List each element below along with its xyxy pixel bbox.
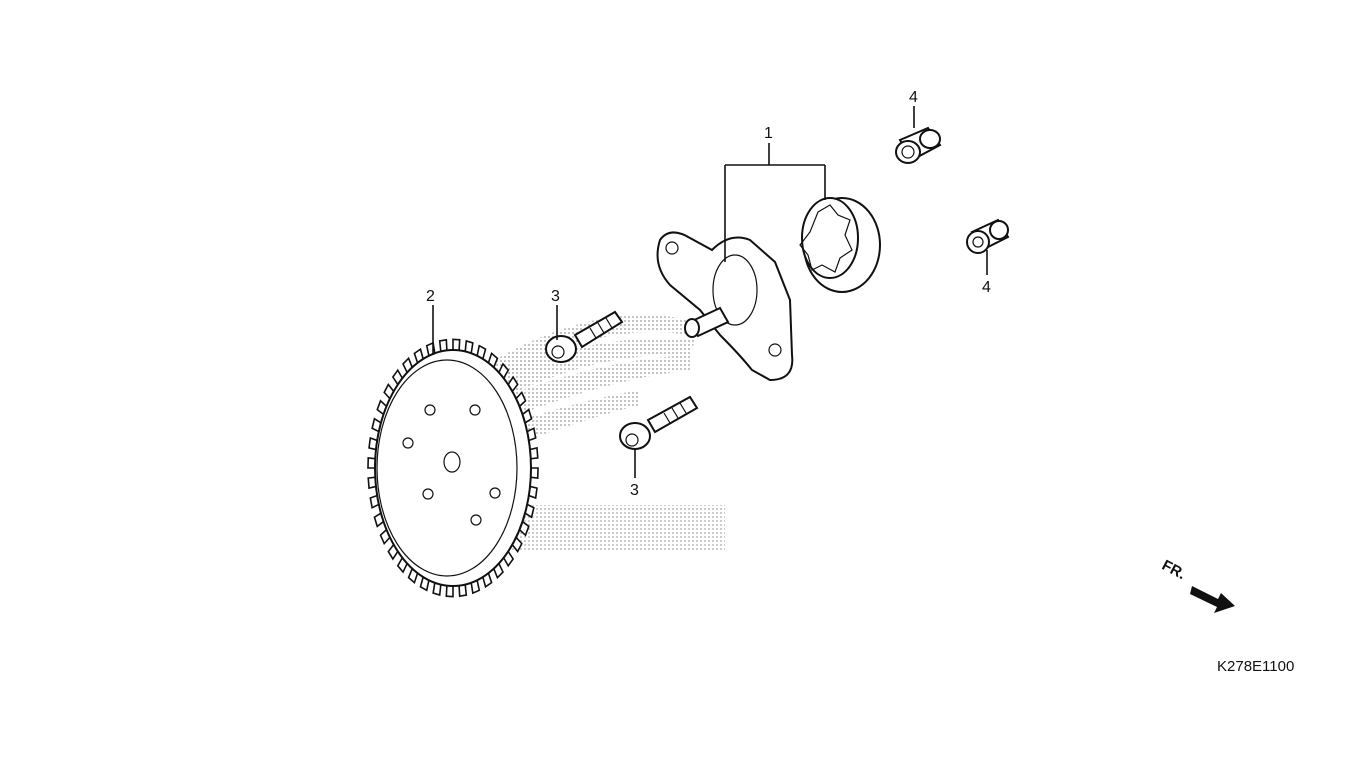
callout-3-upper: 3 [551, 288, 560, 305]
gear-tooth [445, 584, 454, 598]
gear-tooth [452, 338, 461, 352]
arrow-right-icon [1190, 586, 1235, 613]
pump-gear [367, 338, 539, 598]
bolt-upper [545, 310, 624, 363]
leader-lines [432, 106, 988, 478]
oil-pump-rotor [799, 197, 881, 293]
collar-upper [895, 126, 942, 164]
callout-4-upper: 4 [909, 89, 918, 106]
callout-3-lower: 3 [630, 482, 639, 499]
oil-pump-body [656, 231, 794, 382]
front-direction-indicator: FR. [1159, 557, 1235, 613]
callout-1: 1 [764, 125, 773, 142]
callout-2: 2 [426, 288, 435, 305]
direction-label: FR. [1159, 557, 1188, 583]
diagram-code: K278E1100 [1217, 658, 1294, 675]
collar-lower [966, 218, 1010, 254]
callout-4-lower: 4 [982, 279, 991, 296]
